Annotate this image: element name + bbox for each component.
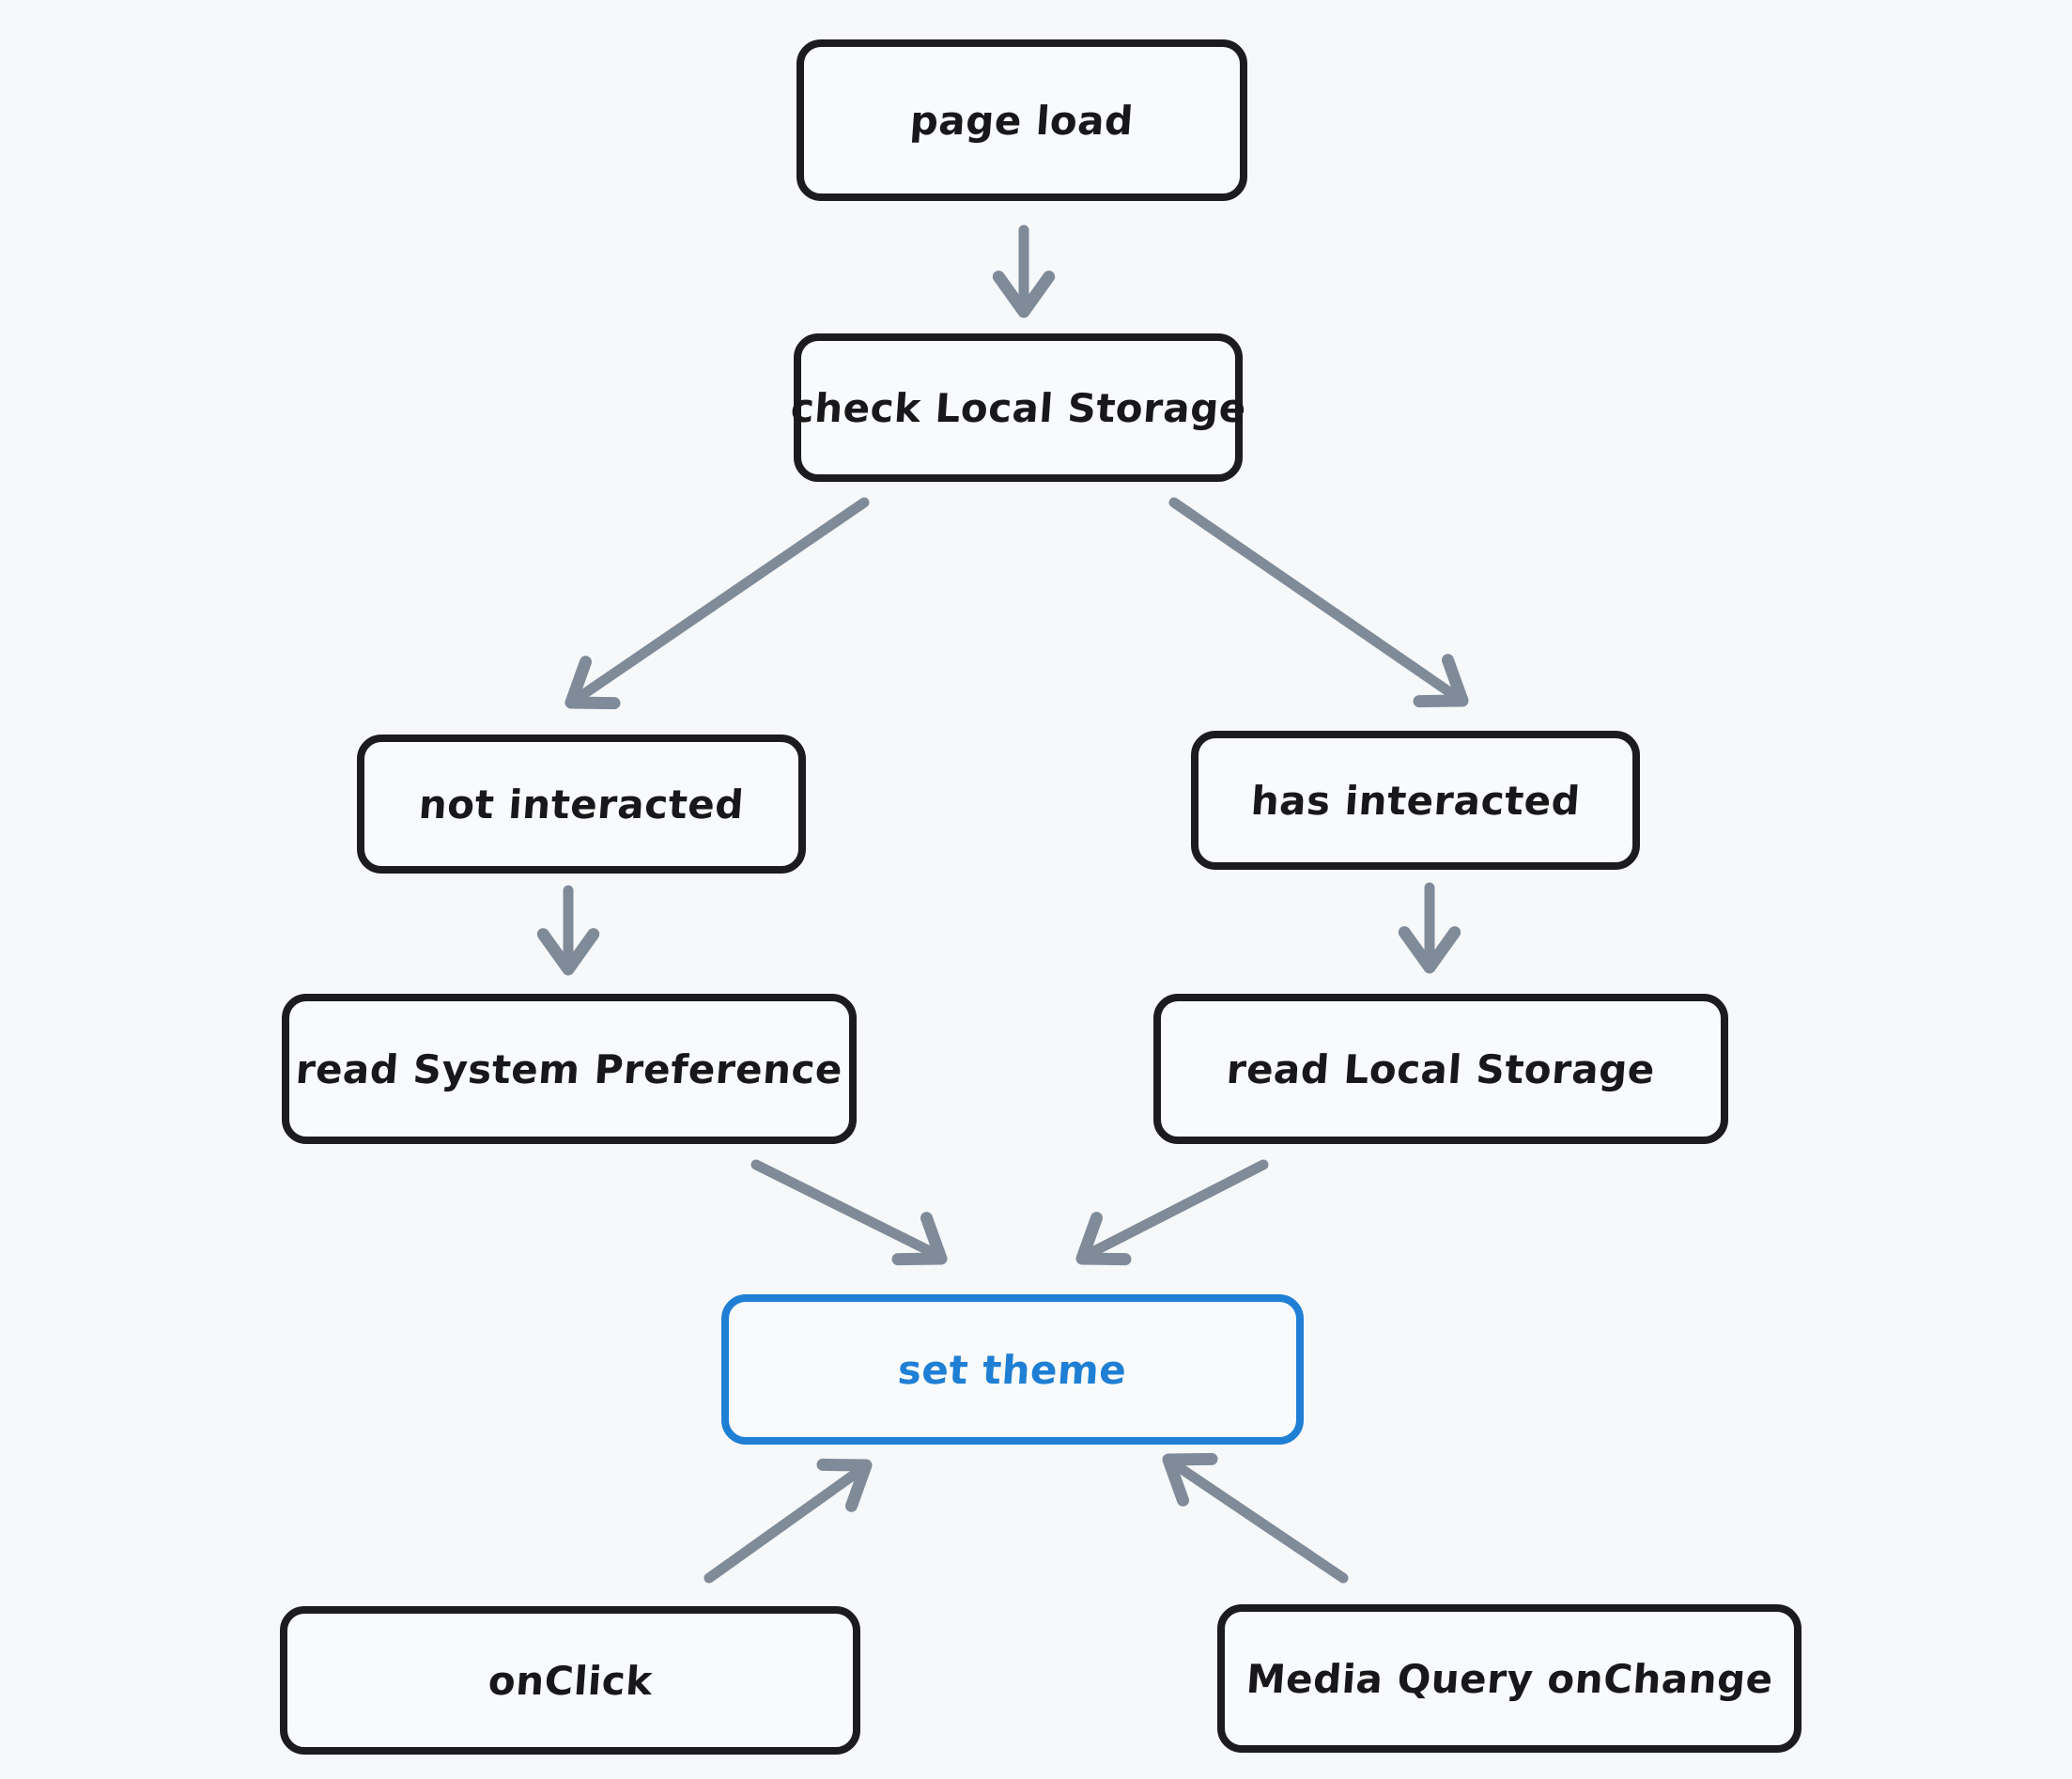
arrowhead-icon	[1075, 1212, 1132, 1266]
flow-node-page-load[interactable]: page load	[796, 39, 1247, 201]
flow-node-not-interacted[interactable]: not interacted	[357, 735, 806, 874]
arrowhead-icon	[816, 1458, 873, 1512]
flow-edge-line	[1089, 1159, 1269, 1257]
arrowhead-icon	[992, 271, 1056, 318]
flow-edge-e9	[1162, 1452, 1349, 1584]
flow-edge-line	[1168, 497, 1457, 699]
flow-edge-e8	[704, 1458, 873, 1584]
flow-node-label: has interacted	[1249, 777, 1582, 824]
flow-node-label: read System Preference	[294, 1045, 844, 1092]
flow-edge-e5	[1398, 882, 1461, 974]
flow-edge-line	[1173, 1462, 1349, 1584]
flow-edge-e6	[750, 1159, 948, 1266]
flow-edge-e3	[1168, 497, 1469, 708]
flow-node-label: read Local Storage	[1225, 1045, 1657, 1092]
arrowhead-icon	[1398, 926, 1461, 974]
arrowhead-icon	[1162, 1452, 1218, 1507]
flow-node-on-click[interactable]: onClick	[280, 1606, 860, 1755]
arrowhead-icon	[891, 1212, 948, 1266]
flow-node-label: not interacted	[417, 781, 746, 828]
flow-node-label: check Local Storage	[788, 384, 1248, 431]
flow-edge-line	[577, 497, 870, 701]
flow-node-set-theme[interactable]: set theme	[721, 1294, 1304, 1445]
flow-edge-e4	[536, 885, 600, 976]
flow-node-label: onClick	[486, 1657, 655, 1704]
flow-node-label: page load	[908, 97, 1136, 144]
flow-node-check-local-storage[interactable]: check Local Storage	[789, 333, 1247, 482]
flow-edge-e7	[1075, 1159, 1269, 1266]
flow-node-read-local-storage[interactable]: read Local Storage	[1153, 994, 1728, 1144]
flow-node-label: Media Query onChange	[1244, 1655, 1775, 1702]
flow-node-read-system-preference[interactable]: read System Preference	[282, 994, 857, 1144]
flow-node-has-interacted[interactable]: has interacted	[1191, 731, 1640, 870]
flow-edge-line	[704, 1467, 862, 1584]
arrowhead-icon	[1413, 654, 1469, 708]
flow-node-media-query-onchange[interactable]: Media Query onChange	[1217, 1604, 1801, 1753]
flow-edge-e1	[992, 224, 1056, 318]
flow-node-label: set theme	[896, 1346, 1129, 1393]
arrowhead-icon	[564, 656, 621, 710]
flow-edge-e2	[564, 497, 870, 710]
flow-edge-line	[750, 1159, 935, 1257]
arrowhead-icon	[536, 928, 600, 976]
